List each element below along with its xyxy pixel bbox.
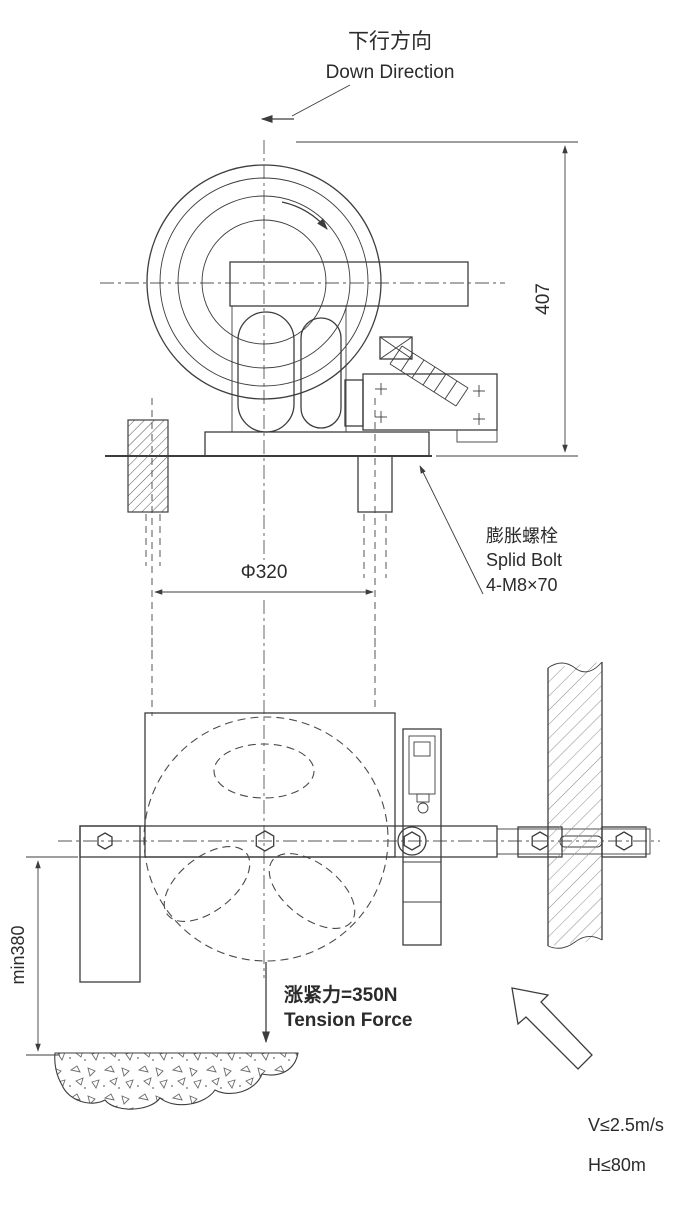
pulley-hub-circle — [201, 219, 327, 345]
dim-380-value: min380 — [8, 925, 28, 984]
down-direction-en: Down Direction — [326, 62, 455, 83]
hex-bolt-pivot-icon — [403, 831, 421, 851]
switch-bracket-step — [456, 429, 498, 443]
dim-407-value: 407 — [533, 283, 554, 315]
spoke-hole-right — [268, 853, 356, 929]
tension-cn: 涨紧力=350N — [284, 983, 398, 1006]
pit-floor — [54, 1052, 299, 1110]
wall-plate — [79, 825, 141, 983]
front-view — [100, 140, 505, 660]
pulley-rim-circle — [159, 177, 369, 387]
anchor-bolt-body — [357, 455, 393, 513]
anchor-bolt — [357, 455, 393, 578]
left-clip-section — [127, 419, 169, 566]
bracket-slot-left — [237, 311, 295, 433]
rotation-arrow-icon — [281, 201, 328, 230]
spec-limits: V≤2.5m/s H≤80m — [588, 1115, 664, 1175]
screw-cross-marks — [375, 383, 485, 425]
bolt-label-spec: 4-M8×70 — [486, 575, 558, 595]
base-plate — [204, 431, 430, 457]
switch-bracket-outline — [402, 728, 442, 946]
concrete-texture — [54, 1052, 299, 1110]
plan-view — [58, 600, 660, 983]
dimension-phi320: Φ320 — [154, 562, 374, 595]
dimension-407: 407 — [296, 141, 578, 457]
housing-outline — [144, 712, 396, 858]
switch-roller — [417, 802, 429, 814]
rail-hatch — [548, 662, 602, 946]
roller-stem — [416, 793, 430, 803]
tension-en: Tension Force — [284, 1010, 412, 1031]
tension-force-label: 涨紧力=350N Tension Force — [262, 962, 412, 1044]
switch-bracket-plan — [402, 728, 442, 946]
hex-bolt-clamp-right-icon — [615, 831, 633, 851]
pulley-wheel — [146, 164, 382, 400]
switch-bracket-body — [362, 373, 498, 431]
down-direction-leader — [291, 84, 351, 117]
hitch-diagonal-2 — [379, 336, 413, 360]
bracket-link — [344, 379, 364, 427]
height-limit: H≤80m — [588, 1155, 646, 1175]
plan-arm-bar — [79, 825, 498, 858]
bracket-slot-right — [300, 317, 342, 429]
spoke-hole-left — [163, 846, 251, 922]
down-direction-cn: 下行方向 — [348, 30, 432, 53]
spoke-hole-top — [213, 743, 315, 799]
tension-arm-bar — [229, 261, 469, 307]
pulley-outer-circle — [146, 164, 382, 400]
switch-body — [408, 735, 436, 795]
pivot-washer — [397, 826, 427, 856]
rail-break-top — [547, 661, 603, 673]
down-direction-label: 下行方向 Down Direction — [260, 30, 455, 123]
pulley-groove-circle — [177, 195, 351, 369]
bolt-label-cn: 膨胀螺栓 — [486, 526, 558, 546]
bolt-label-en: Splid Bolt — [486, 550, 562, 570]
support-bracket — [231, 306, 347, 433]
bolt-leader-line — [419, 465, 484, 595]
speed-limit: V≤2.5m/s — [588, 1115, 664, 1135]
up-direction-arrow-icon — [511, 987, 593, 1070]
pulley-hidden-circle — [143, 716, 389, 962]
guide-rail — [547, 661, 603, 949]
dim-320-value: Φ320 — [241, 562, 288, 583]
rope-hitch-block — [379, 336, 413, 360]
spring-coil-icon — [389, 345, 469, 407]
hex-bolt-left-icon — [97, 832, 113, 850]
expansion-bolt-callout: 膨胀螺栓 Splid Bolt 4-M8×70 — [419, 465, 562, 595]
hex-bolt-center-icon — [255, 830, 275, 852]
switch-cap — [413, 741, 431, 757]
spring-switch-bracket — [344, 336, 498, 443]
dimension-min380: min380 — [8, 856, 78, 1056]
hatched-block — [127, 419, 169, 513]
rail-break-bottom — [547, 936, 603, 949]
